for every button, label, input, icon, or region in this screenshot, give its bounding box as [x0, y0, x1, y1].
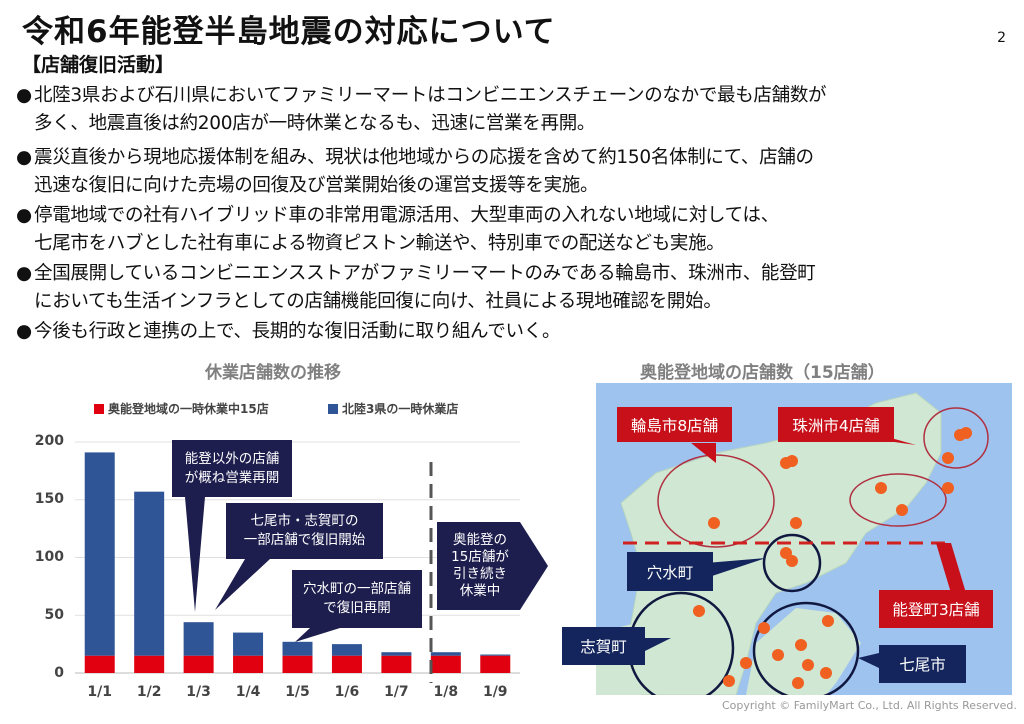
store-pins — [693, 427, 972, 689]
x-tick: 1/4 — [235, 684, 261, 700]
legend-label: 北陸3県の一時休業店 — [342, 402, 459, 416]
bar-segment-hokuriku — [381, 652, 412, 656]
y-tick: 150 — [34, 491, 64, 507]
legend-swatch-blue — [328, 403, 338, 414]
anamizu-pointer — [706, 558, 766, 578]
x-tick: 1/3 — [186, 684, 211, 700]
x-tick: 1/1 — [87, 684, 113, 700]
annotation-callout: 七尾市・志賀町の一部店舗で復旧開始 — [226, 503, 383, 559]
bullet-item: ●停電地域での社有ハイブリッド車の非常用電源活用、大型車両の入れない地域に対して… — [16, 202, 1016, 258]
bullet-icon: ● — [16, 85, 32, 106]
annotation-callout: 能登以外の店舗が概ね営業再開 — [172, 440, 292, 497]
x-tick: 1/2 — [136, 684, 162, 700]
annotation-text: で復旧再開 — [323, 600, 391, 616]
bar-segment-okunoto — [480, 655, 511, 673]
noto-circle — [849, 473, 947, 527]
x-tick: 1/7 — [384, 684, 409, 700]
bar-segment-okunoto — [134, 655, 165, 673]
x-tick: 1/6 — [334, 684, 360, 700]
callout-pointer — [185, 497, 205, 612]
bullet-text: 北陸3県および石川県においてファミリーマートはコンビニエンスチェーンのなかで最も… — [34, 85, 827, 106]
bullet-text: においても生活インフラとしての店舗機能回復に向け、社員による現地確認を開始。 — [34, 291, 722, 312]
bullet-icon: ● — [16, 263, 32, 284]
legend-item: 奥能登地域の一時休業中15店 — [94, 400, 269, 417]
label-nanao: 七尾市 — [879, 645, 966, 683]
callout-pointer — [295, 628, 340, 642]
anamizu-circle — [762, 533, 822, 593]
bar-segment-okunoto — [84, 655, 115, 673]
bar-segment-hokuriku — [430, 652, 461, 656]
bullet-text: 今後も行政と連携の上で、長期的な復旧活動に取り組んでいく。 — [34, 321, 561, 342]
bullet-text: 迅速な復旧に向けた売場の回復及び営業開始後の運営支援等を実施。 — [34, 175, 599, 196]
bullet-text: 多く、地震直後は約200店が一時休業となるも、迅速に営業を再開。 — [34, 113, 596, 134]
bullet-text: 全国展開しているコンビニエンスストアがファミリーマートのみである輪島市、珠洲市、… — [34, 263, 816, 284]
bullet-icon: ● — [16, 205, 32, 226]
x-tick: 1/8 — [433, 684, 459, 700]
annotation-text: が概ね営業再開 — [184, 469, 280, 486]
bar-segment-hokuriku — [183, 622, 214, 656]
wajima-pointer — [691, 443, 716, 463]
annotation-callout: 穴水町の一部店舗で復旧再開 — [292, 570, 422, 628]
label-noto: 能登町3店舗 — [879, 590, 993, 628]
nanao-pointer — [858, 653, 879, 668]
bar-segment-okunoto — [183, 655, 214, 673]
bullet-text: 停電地域での社有ハイブリッド車の非常用電源活用、大型車両の入れない地域に対しては… — [34, 205, 779, 226]
copyright: Copyright © FamilyMart Co., Ltd. All Rig… — [722, 699, 1017, 712]
bar-chart — [75, 441, 548, 683]
bullet-text: 七尾市をハブとした社有車による物資ピストン輸送や、特別車での配送なども実施。 — [34, 233, 725, 254]
label-anamizu: 穴水町 — [627, 552, 713, 591]
bar-segment-okunoto — [430, 655, 461, 673]
bar-segment-hokuriku — [84, 452, 115, 656]
annotation-text: 引き続き — [453, 566, 507, 582]
annotation-text: 奥能登の — [453, 532, 507, 548]
annotation-text: 休業中 — [459, 583, 501, 599]
shika-pointer — [641, 638, 671, 653]
bar-segment-hokuriku — [282, 641, 313, 656]
annotation-text: 一部店舗で復旧開始 — [243, 532, 366, 548]
label-wajima: 輪島市8店舗 — [617, 407, 732, 442]
annotation-text: 能登以外の店舗 — [184, 450, 280, 467]
y-tick: 50 — [44, 607, 64, 623]
legend-item: 北陸3県の一時休業店 — [328, 400, 458, 417]
annotation-text: 15店舗が — [451, 549, 509, 565]
nanao-circle — [752, 601, 860, 695]
bar-segment-hokuriku — [331, 644, 362, 656]
page-title: 令和6年能登半島地震の対応について — [22, 14, 556, 50]
annotation-text: 穴水町の一部店舗 — [303, 581, 411, 597]
label-suzu: 珠洲市4店舗 — [778, 407, 894, 442]
x-tick: 1/9 — [482, 684, 508, 700]
x-tick: 1/5 — [285, 684, 310, 700]
chart-title: 休業店舗数の推移 — [205, 363, 341, 383]
bullet-icon: ● — [16, 321, 32, 342]
y-tick: 100 — [34, 549, 64, 565]
legend-label: 奥能登地域の一時休業中15店 — [108, 402, 269, 416]
y-tick: 200 — [34, 433, 64, 449]
bullet-item: ●全国展開しているコンビニエンスストアがファミリーマートのみである輪島市、珠洲市… — [16, 260, 1016, 316]
land-nanao — [746, 608, 861, 695]
bar-segment-okunoto — [381, 655, 412, 673]
y-tick: 0 — [54, 665, 64, 681]
suzu-circle — [923, 407, 989, 469]
callout-pointer — [215, 559, 270, 610]
page-number: 2 — [997, 30, 1006, 46]
bar-segment-hokuriku — [233, 632, 264, 656]
bullet-item: ●震災直後から現地応援体制を組み、現状は他地域からの応援を含めて約150名体制に… — [16, 144, 1016, 200]
bullet-icon: ● — [16, 147, 32, 168]
annotation-text: 七尾市・志賀町の — [250, 513, 359, 529]
bar-segment-okunoto — [233, 655, 264, 673]
map-title: 奥能登地域の店舗数（15店舗） — [640, 363, 885, 383]
bar-segment-hokuriku — [480, 654, 511, 656]
bullet-item: ●今後も行政と連携の上で、長期的な復旧活動に取り組んでいく。 — [16, 318, 1016, 346]
bar-segment-okunoto — [282, 655, 313, 673]
bar-segment-hokuriku — [134, 491, 165, 656]
bar-segment-okunoto — [331, 655, 362, 673]
section-heading: 【店舗復旧活動】 — [22, 54, 175, 76]
noto-pointer — [936, 543, 966, 593]
bullet-item: ●北陸3県および石川県においてファミリーマートはコンビニエンスチェーンのなかで最… — [16, 82, 1016, 138]
legend-swatch-red — [94, 403, 104, 414]
label-shika: 志賀町 — [562, 627, 645, 665]
bullet-text: 震災直後から現地応援体制を組み、現状は他地域からの応援を含めて約150名体制にて… — [34, 147, 814, 168]
